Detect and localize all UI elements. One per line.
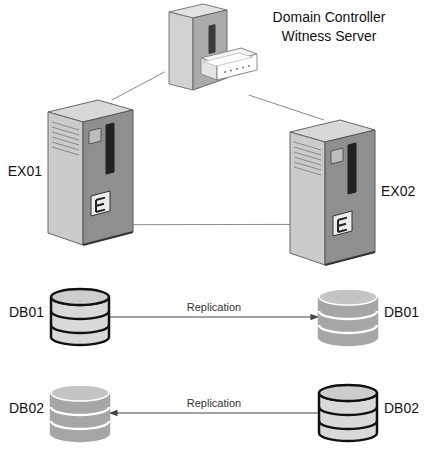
edge-label: Replication [185, 397, 243, 409]
database-node: DB02 [318, 384, 378, 442]
replication-arrow [110, 316, 318, 317]
tower-side [169, 12, 193, 90]
vent-line [52, 137, 79, 145]
database-band [51, 407, 109, 415]
server-node: Domain Controller Witness Server [165, 2, 258, 95]
vent-line [52, 122, 79, 130]
tray-dot [224, 71, 226, 73]
database-node: DB01 [318, 288, 378, 346]
database-icon [50, 384, 110, 442]
exchange-logo [91, 191, 110, 216]
server-base [325, 252, 375, 265]
server-side [48, 112, 83, 245]
server-slot [348, 143, 356, 194]
server-base [83, 232, 133, 245]
server-node: EX01 [48, 100, 133, 245]
vent-line [52, 132, 79, 140]
database-node: DB02 [50, 384, 110, 442]
database-icon [318, 384, 378, 442]
node-label: Domain Controller Witness Server [264, 8, 394, 46]
vent-line [294, 162, 321, 170]
drive-bay [89, 128, 101, 144]
exchange-logo-mark [96, 198, 105, 212]
tray-dot [248, 65, 250, 67]
network-link [133, 224, 290, 225]
vent-line [294, 157, 321, 165]
exchange-logo-mark [338, 218, 347, 232]
node-label: EX01 [8, 162, 42, 181]
database-top [319, 289, 377, 305]
database-band [319, 311, 377, 319]
vent-line [294, 152, 321, 160]
server-front [83, 110, 133, 245]
server-icon [290, 120, 375, 265]
network-link [249, 95, 324, 120]
vent-line [52, 142, 79, 150]
database-band [51, 421, 109, 429]
vent-line [294, 167, 321, 175]
database-top [51, 385, 109, 401]
exchange-logo [333, 211, 352, 236]
database-band [319, 421, 377, 429]
vent-line [294, 142, 321, 150]
database-icon [50, 288, 110, 346]
server-slot [106, 123, 114, 174]
database-top [51, 289, 109, 305]
node-label: DB01 [384, 303, 419, 322]
tray-dot [242, 67, 244, 69]
database-band [319, 325, 377, 333]
tray-paper [203, 53, 253, 66]
drive-bay [331, 148, 343, 164]
node-label: DB01 [9, 303, 44, 322]
vent-line [52, 147, 79, 155]
tray-dot [230, 70, 232, 72]
database-node: DB01 [50, 288, 110, 346]
server-icon [165, 2, 258, 95]
network-link [112, 72, 165, 100]
database-band [51, 325, 109, 333]
vent-line [294, 147, 321, 155]
node-label: DB02 [9, 399, 44, 418]
server-icon [48, 100, 133, 245]
database-band [51, 311, 109, 319]
node-label: EX02 [381, 182, 415, 201]
vent-line [52, 127, 79, 135]
database-top [319, 385, 377, 401]
database-icon [318, 288, 378, 346]
server-front [325, 130, 375, 265]
edge-label: Replication [185, 301, 243, 313]
replication-arrow [110, 412, 318, 413]
server-node: EX02 [290, 120, 375, 265]
node-label: DB02 [384, 399, 419, 418]
tray-dot [236, 68, 238, 70]
server-side [290, 132, 325, 265]
tower-slot [209, 25, 215, 54]
database-band [319, 407, 377, 415]
